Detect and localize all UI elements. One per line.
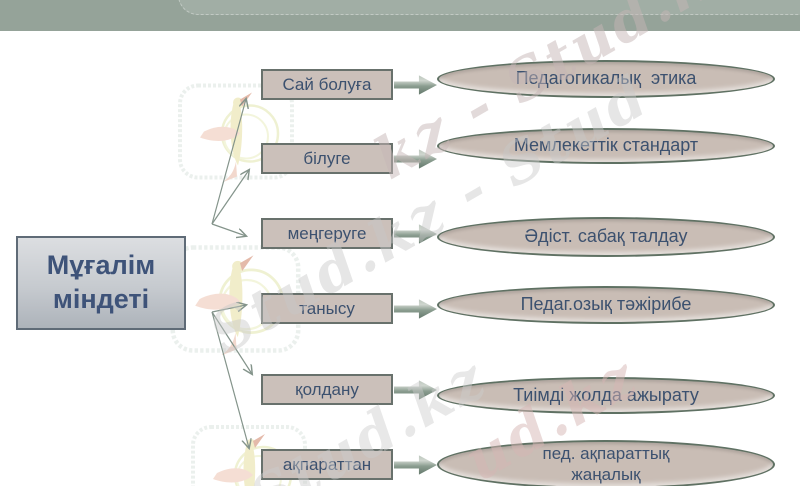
flow-ellipse-pedag-ozyk-tazhiribe: Педаг.озық тәжірибе [437,286,775,324]
flow-box-koldanu: қолдану [261,374,393,405]
flow-ellipse-adist-sabak-taldau: Әдіст. сабақ талдау [437,217,775,257]
flow-box-label: Сай болуға [282,74,372,94]
flow-box-mengeruge: меңгеруге [261,218,393,249]
title-label: Мұғалім міндеті [46,250,156,314]
title-box: Мұғалім міндеті [16,236,186,330]
flow-box-label: танысу [299,298,355,318]
flow-box-label: ақпараттан [282,454,372,474]
flow-box-biluge: білуге [261,143,393,174]
flow-ellipse-tiimdi-zholda-azhyratu: Тиімді жолда ажырату [437,377,775,414]
flow-ellipse-label: Тиімді жолда ажырату [513,384,699,405]
flow-ellipse-pedagogikalyk-etika: Педагогикалық этика [437,60,775,98]
flow-box-tanysu: танысу [261,293,393,324]
flow-box-label: білуге [303,148,351,168]
flow-ellipse-label: Педагогикалық этика [515,68,697,89]
flow-ellipse-label: пед. ақпараттық жаңалық [542,444,675,484]
flow-ellipse-label: Педаг.озық тәжірибе [520,294,692,315]
flow-ellipse-ped-akparattyk-zhanalyk: пед. ақпараттық жаңалық [437,440,775,486]
flow-box-label: қолдану [295,379,359,399]
flow-ellipse-label: Әдіст. сабақ талдау [524,226,688,247]
flow-box-label: меңгеруге [287,223,367,243]
flow-ellipse-label: Мемлекеттік стандарт [513,135,699,156]
flow-ellipse-memlekettik-standart: Мемлекеттік стандарт [437,128,775,164]
flow-box-akparattan: ақпараттан [261,449,393,480]
header-band [0,0,800,31]
flow-box-say-boluga: Сай болуға [261,69,393,100]
